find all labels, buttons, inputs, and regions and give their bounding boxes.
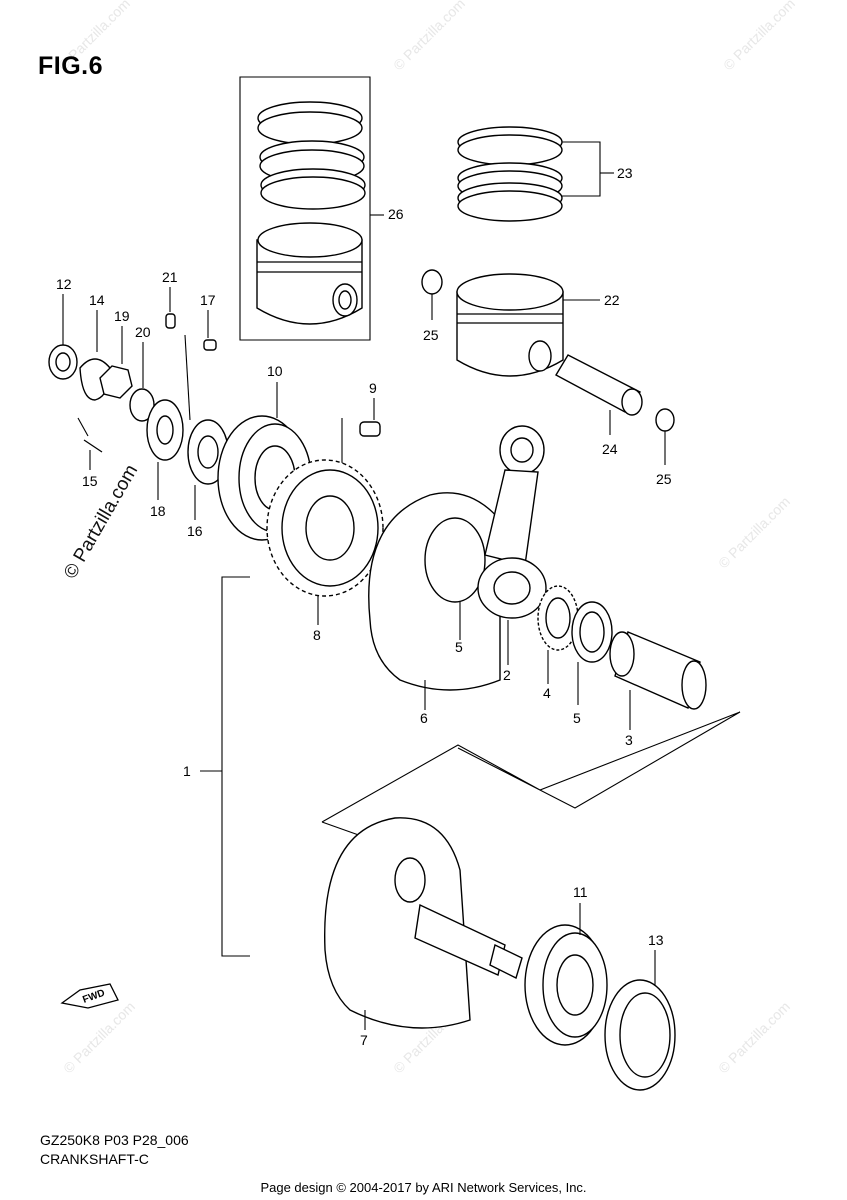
crank-web-left [323,817,523,1030]
callout-25: 25 [423,327,439,343]
crank-pin [609,631,707,730]
small-parts-left [48,287,229,520]
callout-22: 22 [604,292,620,308]
callout-7: 7 [360,1032,368,1048]
callout-15: 15 [82,473,98,489]
callout-13: 13 [648,932,664,948]
callout-16: 16 [187,523,203,539]
callout-2: 2 [503,667,511,683]
callout-5: 5 [455,639,463,655]
callout-8: 8 [313,627,321,643]
piston-pin-clip [655,408,675,432]
thrust-washer [571,601,613,705]
piston-pin [555,354,643,435]
piston [456,273,600,377]
callout-3: 3 [625,732,633,748]
callout-18: 18 [150,503,166,519]
diagram-name: CRANKSHAFT-C [40,1151,149,1167]
callout-26: 26 [388,206,404,222]
callout-4: 4 [543,685,551,701]
callout-14: 14 [89,292,105,308]
page-credit: Page design © 2004-2017 by ARI Network S… [260,1180,587,1195]
callout-19: 19 [114,308,130,324]
callout-12: 12 [56,276,72,292]
callout-6: 6 [420,710,428,726]
piston-pin-clip [421,269,443,295]
connecting-rod [477,425,547,665]
callout-11: 11 [573,884,588,900]
needle-bearing [537,585,579,684]
crankshaft-bearing-left [524,903,608,1046]
oil-seal [604,950,676,1091]
forward-arrow-icon: FWD [60,983,119,1009]
callout-1: 1 [183,763,191,779]
callout-24: 24 [602,441,618,457]
callout-21: 21 [162,269,178,285]
assembly-bracket [200,576,250,957]
primary-drive-gear [266,459,384,625]
piston-assembly-box [239,76,384,341]
piston-rings-set [457,126,614,222]
callout-17: 17 [200,292,216,308]
callout-25b: 25 [656,471,672,487]
callout-5b: 5 [573,710,581,726]
model-code: GZ250K8 P03 P28_006 [40,1132,189,1148]
crank-web-right [368,492,501,710]
callout-labels: 1 2 3 4 5 5 6 7 8 9 10 11 12 13 14 15 16… [56,165,672,1048]
callout-9: 9 [369,380,377,396]
callout-10: 10 [267,363,283,379]
figure-title: FIG.6 [38,52,104,80]
callout-23: 23 [617,165,633,181]
callout-20: 20 [135,324,151,340]
